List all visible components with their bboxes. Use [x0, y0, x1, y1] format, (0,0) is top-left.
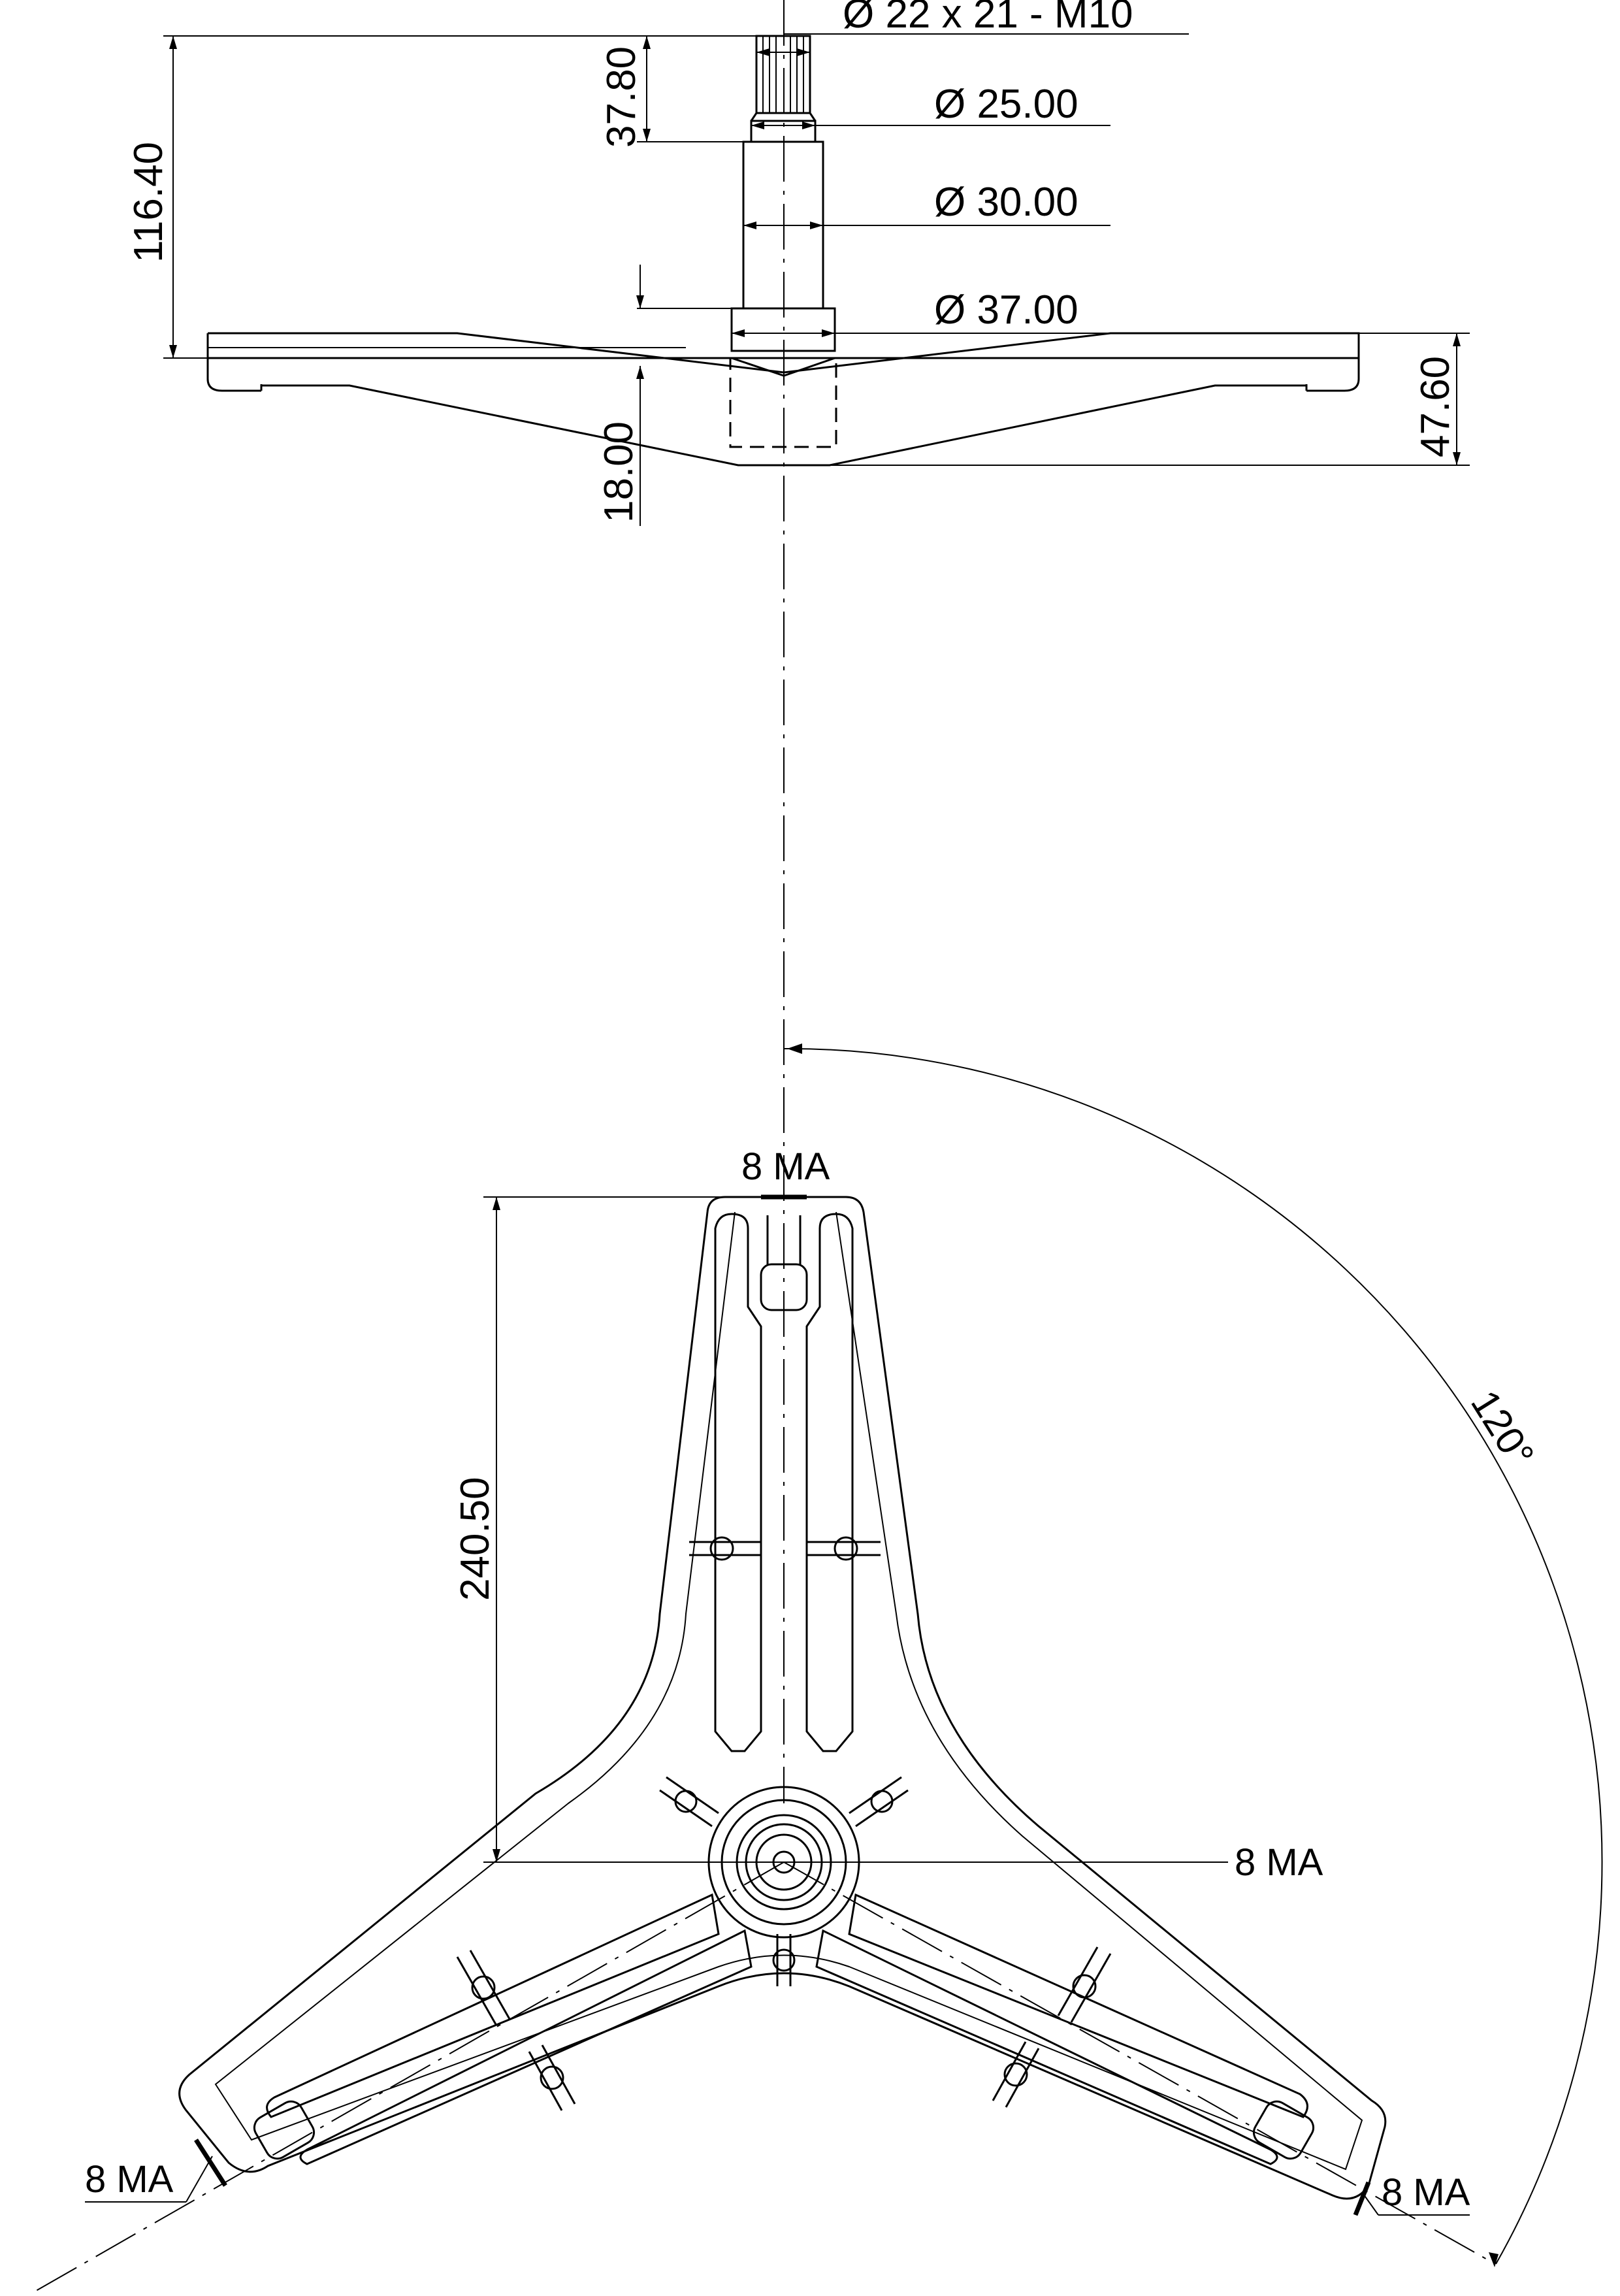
angle-label: 120° [1463, 1383, 1543, 1475]
right-bolt-slot [1252, 2100, 1315, 2160]
thread-spec-label: Ø 22 x 21 - M10 [843, 0, 1133, 37]
dim-diameter-30: Ø 30.00 [743, 180, 1110, 229]
flange-profile [206, 332, 1360, 467]
spider-inner-outline [214, 1211, 1363, 2171]
rib-hole [1003, 2062, 1028, 2087]
hub-depth-label: 18.00 [596, 421, 641, 523]
top-arm-pocket-right [805, 1213, 854, 1752]
dim-flange-height: 47.60 [830, 333, 1470, 466]
rib-hole [870, 1790, 894, 1813]
dim-thread-spec: Ø 22 x 21 - M10 [756, 0, 1189, 56]
dim-diameter-37: Ø 37.00 [732, 287, 1110, 337]
bolt-label-top: 8 MA [741, 1145, 830, 1188]
dim-arm-length: 240.50 [453, 1196, 1228, 1863]
diameter-37-label: Ø 37.00 [934, 287, 1078, 333]
rib-hole [540, 2065, 564, 2090]
right-arm-pocket-upper [848, 1893, 1308, 2118]
top-bolt-slot [760, 1263, 808, 1311]
overall-height-label: 116.40 [126, 142, 171, 263]
bolt-label-center: 8 MA [1235, 1841, 1323, 1884]
rib-hole [674, 1790, 698, 1813]
left-bolt-slot [253, 2100, 316, 2160]
diameter-25-label: Ø 25.00 [934, 82, 1078, 127]
arm-length-label: 240.50 [453, 1477, 498, 1601]
bolt-label-right: 8 MA [1382, 2171, 1470, 2214]
bolt-label-left: 8 MA [85, 2158, 174, 2201]
rib-hole [834, 1536, 858, 1561]
top-arm-pocket-left [714, 1213, 762, 1752]
rib-hole [772, 1948, 796, 1972]
left-arm-pocket-lower [299, 1929, 753, 2165]
rib-hole [471, 1975, 496, 2000]
dim-angle-120: 120° [783, 1043, 1603, 2267]
left-arm-pocket-upper [266, 1893, 720, 2118]
dim-spline-length: 37.80 [599, 35, 756, 148]
side-view: Ø 22 x 21 - M10 Ø 25.00 Ø 30.00 Ø 37.00 [126, 0, 1470, 1803]
diameter-30-label: Ø 30.00 [934, 180, 1078, 225]
dim-diameter-25: Ø 25.00 [751, 82, 1110, 129]
dim-overall-height: 116.40 [126, 35, 756, 359]
rib-hole [1072, 1974, 1097, 1999]
plan-view: 240.50 120° 8 MA 8 MA 8 MA 8 MA [32, 1043, 1603, 2293]
rib-hole [709, 1536, 734, 1561]
left-arm-centerline [32, 1861, 785, 2293]
flange-height-label: 47.60 [1413, 356, 1458, 457]
spider-outline [178, 1196, 1387, 2200]
splined-shaft-end [750, 35, 817, 122]
spline-length-label: 37.80 [599, 46, 644, 148]
dim-hub-depth: 18.00 [596, 265, 732, 526]
